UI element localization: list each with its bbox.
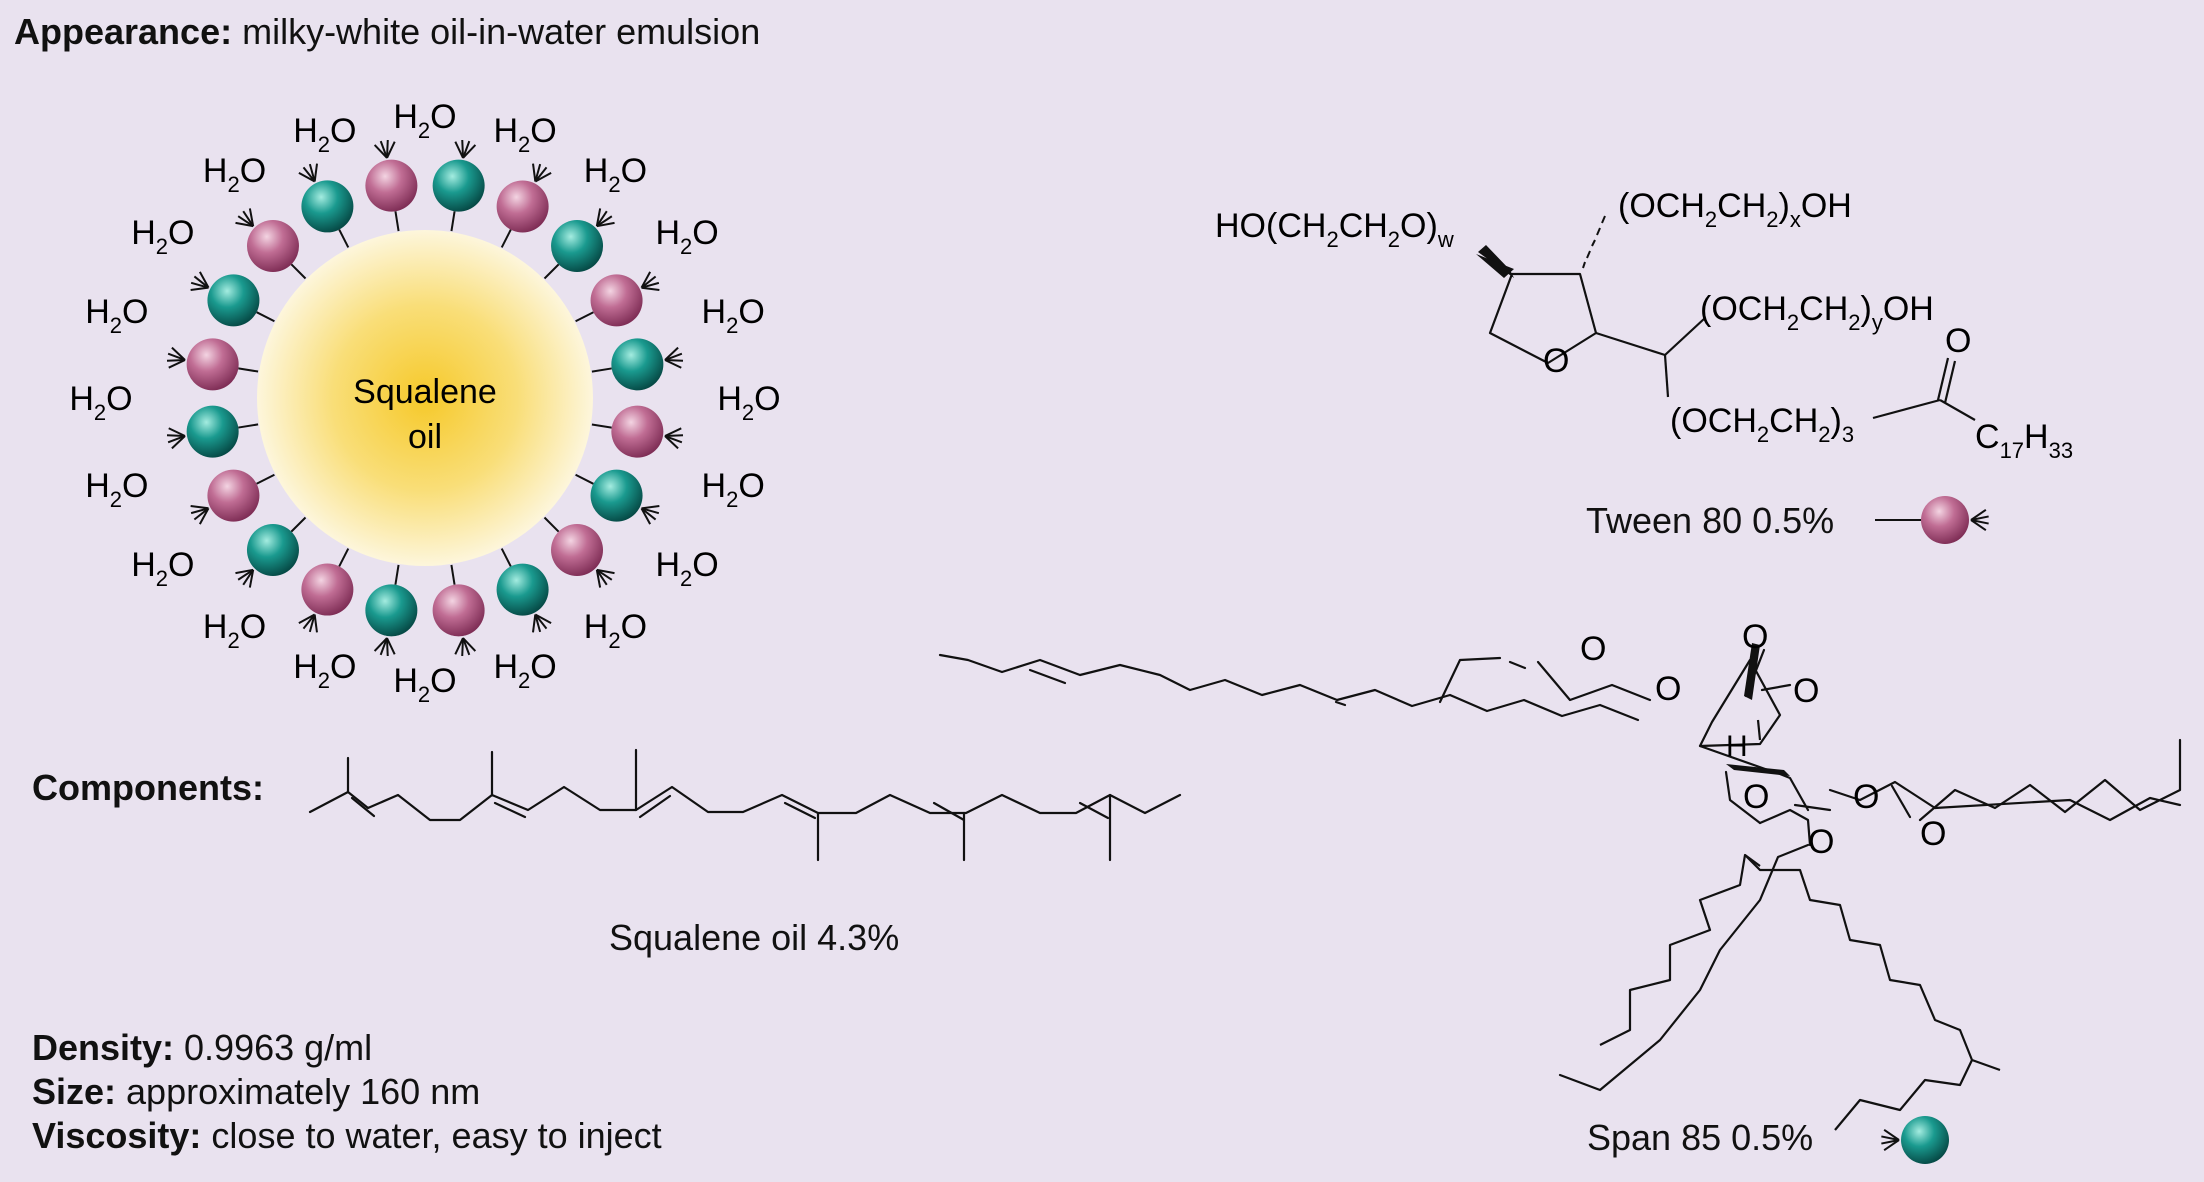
properties-list: Density: 0.9963 g/ml Size: approximately… (32, 1030, 662, 1154)
span-surfactant-bead (298, 163, 354, 248)
property-size: Size: approximately 160 nm (32, 1074, 662, 1110)
water-label: H2O (717, 380, 780, 425)
tween-surfactant-bead (591, 405, 684, 458)
water-label: H2O (584, 608, 647, 653)
water-label: H2O (393, 98, 456, 143)
span-surfactant-bead (432, 139, 485, 232)
appearance-value: milky-white oil-in-water emulsion (232, 11, 761, 52)
span-structure (938, 643, 2182, 1092)
span-surfactant-bead (543, 208, 615, 280)
property-label: Density: (32, 1027, 175, 1068)
squalene-caption: Squalene oil 4.3% (609, 917, 900, 958)
span-caption: Span 85 0.5% (1587, 1117, 1814, 1158)
tween-surfactant-bead (575, 271, 660, 327)
tween-surfactant-bead (190, 469, 275, 525)
water-label: H2O (493, 112, 556, 157)
tween-formula-mid: (OCH2CH2)yOH (1700, 290, 1934, 335)
appearance-line: Appearance: milky-white oil-in-water emu… (14, 14, 760, 50)
squalene-structure (308, 748, 1182, 862)
tween-caption: Tween 80 0.5% (1586, 500, 1835, 541)
property-density: Density: 0.9963 g/ml (32, 1030, 662, 1066)
core-label-line-2: oil (408, 418, 442, 456)
water-label: H2O (655, 214, 718, 259)
property-value: approximately 160 nm (116, 1071, 481, 1112)
water-label: H2O (203, 152, 266, 197)
tween-surfactant-bead (496, 163, 552, 248)
span-hydrogen: H (1726, 730, 1748, 763)
span-oxygen-1: O (1580, 630, 1606, 668)
water-label: H2O (131, 546, 194, 591)
water-label: H2O (702, 467, 765, 512)
legend-bead (1921, 496, 1969, 544)
tween-formula-top: (OCH2CH2)xOH (1618, 187, 1852, 232)
tween-formula-left: HO(CH2CH2O)w (1215, 207, 1454, 252)
span-chains (1599, 719, 2001, 1131)
surfactant-shell (166, 139, 684, 657)
span-oxygen-8: O (1920, 815, 1946, 853)
tween-formula-low: (OCH2CH2)3 (1670, 402, 1854, 447)
span-surfactant-bead (591, 338, 684, 391)
span-oxygen-4: O (1793, 672, 1819, 710)
span-oxygen-5: O (1743, 778, 1769, 816)
water-label: H2O (655, 546, 718, 591)
core-label-line-1: Squalene (353, 373, 497, 411)
tween-structure (1476, 215, 1976, 421)
water-label: H2O (69, 380, 132, 425)
tween-formula-acyl: C17H33 (1975, 418, 2073, 463)
tween-surfactant-bead (432, 564, 485, 657)
tween-surfactant-bead (166, 338, 259, 391)
span-legend-symbol (1881, 1116, 1949, 1164)
water-label: H2O (393, 662, 456, 707)
water-label: H2O (702, 293, 765, 338)
span-surfactant-bead (575, 469, 660, 525)
legend-bead (1901, 1116, 1949, 1164)
span-surfactant-bead (166, 405, 259, 458)
water-label: H2O (493, 648, 556, 693)
water-label: H2O (584, 152, 647, 197)
span-oxygen-6: O (1808, 823, 1834, 861)
water-label: H2O (85, 467, 148, 512)
span-oxygen-2: O (1655, 670, 1681, 708)
span-surfactant-bead (365, 564, 418, 657)
water-label: H2O (85, 293, 148, 338)
appearance-label: Appearance: (14, 11, 233, 52)
span-surfactant-bead (496, 548, 552, 633)
property-viscosity: Viscosity: close to water, easy to injec… (32, 1118, 662, 1154)
tween-ring-oxygen: O (1543, 342, 1569, 380)
span-oxygen-7: O (1853, 778, 1879, 816)
property-value: 0.9963 g/ml (174, 1027, 373, 1068)
tween-surfactant-bead (235, 208, 307, 280)
tween-surfactant-bead (298, 548, 354, 633)
tween-legend-symbol (1875, 496, 1989, 544)
tween-surfactant-bead (543, 516, 615, 588)
water-label: H2O (293, 648, 356, 693)
components-label: Components: (32, 767, 264, 808)
span-surfactant-bead (235, 516, 307, 588)
tween-carbonyl-oxygen: O (1945, 322, 1971, 360)
water-label: H2O (203, 608, 266, 653)
span-oxygen-3: O (1742, 618, 1768, 656)
property-label: Size: (32, 1071, 117, 1112)
span-surfactant-bead (190, 271, 275, 327)
water-label: H2O (293, 112, 356, 157)
squalene-oil-core (257, 230, 593, 566)
tween-surfactant-bead (365, 139, 418, 232)
water-label: H2O (131, 214, 194, 259)
property-label: Viscosity: (32, 1115, 202, 1156)
property-value: close to water, easy to inject (201, 1115, 662, 1156)
